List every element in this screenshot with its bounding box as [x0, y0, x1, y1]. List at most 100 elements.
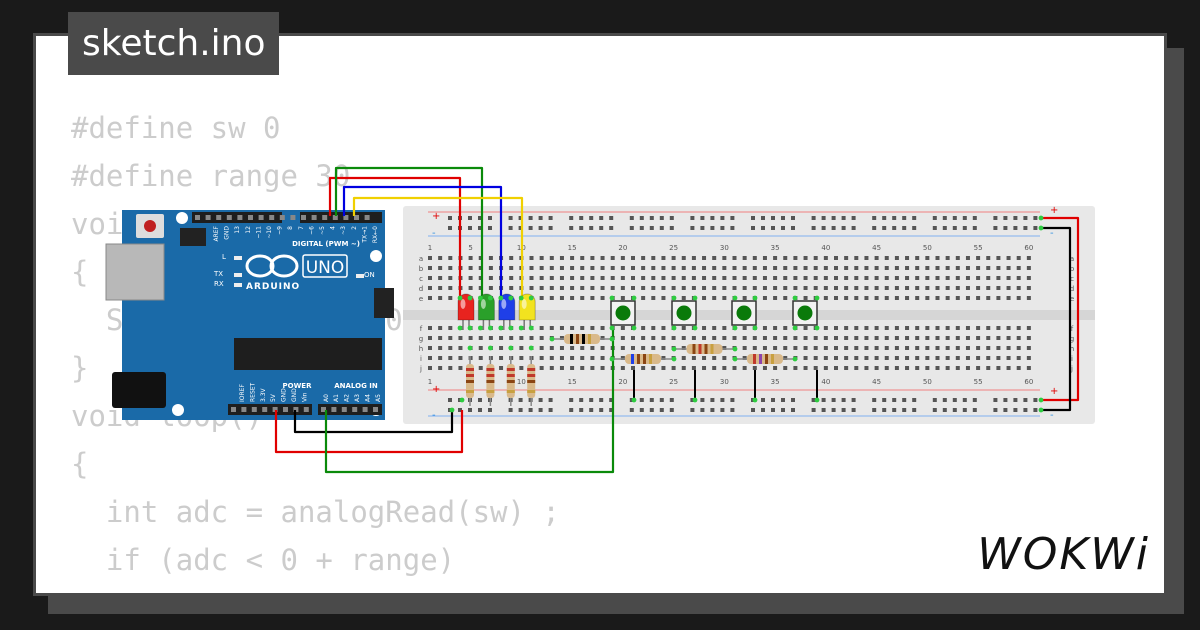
- breadboard-hole: [641, 336, 646, 340]
- breadboard-hole: [752, 276, 757, 280]
- breadboard-hole: [894, 296, 899, 300]
- rail-hole: [548, 398, 553, 402]
- rail-hole: [781, 398, 785, 402]
- connection-dot: [609, 295, 615, 301]
- connection-dot: [467, 295, 473, 301]
- breadboard-hole: [854, 326, 859, 330]
- breadboard-hole: [438, 296, 443, 300]
- breadboard-hole: [600, 366, 605, 370]
- breadboard-hole: [884, 296, 889, 300]
- breadboard-hole: [762, 256, 767, 260]
- breadboard-hole: [955, 356, 960, 360]
- pin-label: GND: [291, 388, 298, 402]
- breadboard-hole: [1016, 336, 1021, 340]
- breadboard-hole: [580, 266, 585, 270]
- breadboard-hole: [549, 366, 554, 370]
- wire-blue: [342, 185, 503, 300]
- breadboard-hole: [509, 336, 514, 340]
- column-label: 40: [821, 244, 830, 252]
- connection-dot: [814, 295, 820, 301]
- breadboard-hole: [1026, 286, 1031, 290]
- sketch-title[interactable]: sketch.ino: [68, 12, 280, 75]
- rail-hole: [1013, 398, 1018, 402]
- breadboard-hole: [915, 266, 920, 270]
- rail-hole: [902, 408, 907, 412]
- breadboard-hole: [905, 336, 910, 340]
- header-pin: [248, 215, 253, 220]
- breadboard-hole: [884, 366, 889, 370]
- breadboard-hole: [590, 296, 595, 300]
- mount-hole: [370, 250, 382, 262]
- breadboard-hole: [570, 346, 575, 350]
- header-pin: [301, 215, 306, 220]
- breadboard-hole: [773, 256, 778, 260]
- resistor-band: [643, 354, 646, 364]
- rail-hole: [993, 408, 998, 412]
- rail-hole: [569, 226, 574, 230]
- connection-dot: [692, 397, 698, 403]
- breadboard-hole: [864, 266, 869, 270]
- breadboard-hole: [448, 296, 453, 300]
- breadboard-hole: [864, 296, 869, 300]
- breadboard-hole: [1016, 326, 1021, 330]
- breadboard-hole: [752, 286, 757, 290]
- column-label: 55: [974, 378, 983, 386]
- header-pin: [321, 407, 326, 412]
- breadboard-hole: [945, 366, 950, 370]
- breadboard-hole: [529, 286, 534, 290]
- rail-hole: [851, 408, 856, 412]
- rail-hole: [962, 216, 967, 220]
- breadboard-hole: [549, 266, 554, 270]
- rail-hole: [972, 408, 977, 412]
- breadboard-hole: [884, 256, 889, 260]
- breadboard-hole: [722, 366, 727, 370]
- connection-dot: [508, 345, 514, 351]
- breadboard-hole: [742, 366, 747, 370]
- resistor-band: [588, 334, 591, 344]
- rail-hole: [548, 408, 553, 412]
- pin-label: ~9: [277, 226, 284, 235]
- breadboard-hole: [580, 256, 585, 260]
- breadboard-hole: [671, 266, 676, 270]
- atmega-chip: [234, 338, 382, 370]
- resistor-band: [466, 390, 474, 393]
- rail-hole: [791, 226, 795, 230]
- rail-hole: [841, 216, 846, 220]
- rail-hole: [761, 398, 765, 402]
- breadboard-hole: [1016, 266, 1021, 270]
- breadboard-hole: [1006, 326, 1011, 330]
- rail-hole: [872, 408, 877, 412]
- connection-dot: [1038, 225, 1044, 231]
- breadboard-hole: [549, 326, 554, 330]
- breadboard-hole: [722, 256, 727, 260]
- breadboard-hole: [783, 276, 788, 280]
- breadboard-hole: [1026, 326, 1031, 330]
- header-pin: [226, 215, 232, 220]
- led-highlight: [460, 299, 466, 309]
- breadboard-hole: [732, 336, 737, 340]
- header-pin: [205, 215, 211, 220]
- breadboard-hole: [681, 366, 686, 370]
- breadboard-hole: [681, 286, 686, 290]
- breadboard-hole: [661, 296, 666, 300]
- breadboard-hole: [793, 266, 798, 270]
- breadboard-hole: [915, 326, 920, 330]
- breadboard-hole: [428, 366, 432, 370]
- breadboard-hole: [570, 286, 575, 290]
- breadboard-hole: [762, 326, 767, 330]
- breadboard-hole: [590, 346, 595, 350]
- breadboard-hole: [773, 286, 778, 290]
- row-label: c: [419, 275, 423, 283]
- breadboard-hole: [620, 346, 625, 350]
- breadboard-hole: [519, 356, 524, 360]
- rail-hole: [972, 216, 977, 220]
- pin-label: 12: [245, 226, 252, 234]
- rail-hole: [589, 398, 594, 402]
- breadboard-hole: [905, 366, 910, 370]
- smd-led: [356, 274, 364, 278]
- rail-hole: [942, 398, 947, 402]
- power-jack: [112, 372, 166, 408]
- push-button: [676, 305, 692, 321]
- breadboard-hole: [631, 336, 635, 340]
- breadboard-hole: [620, 356, 625, 360]
